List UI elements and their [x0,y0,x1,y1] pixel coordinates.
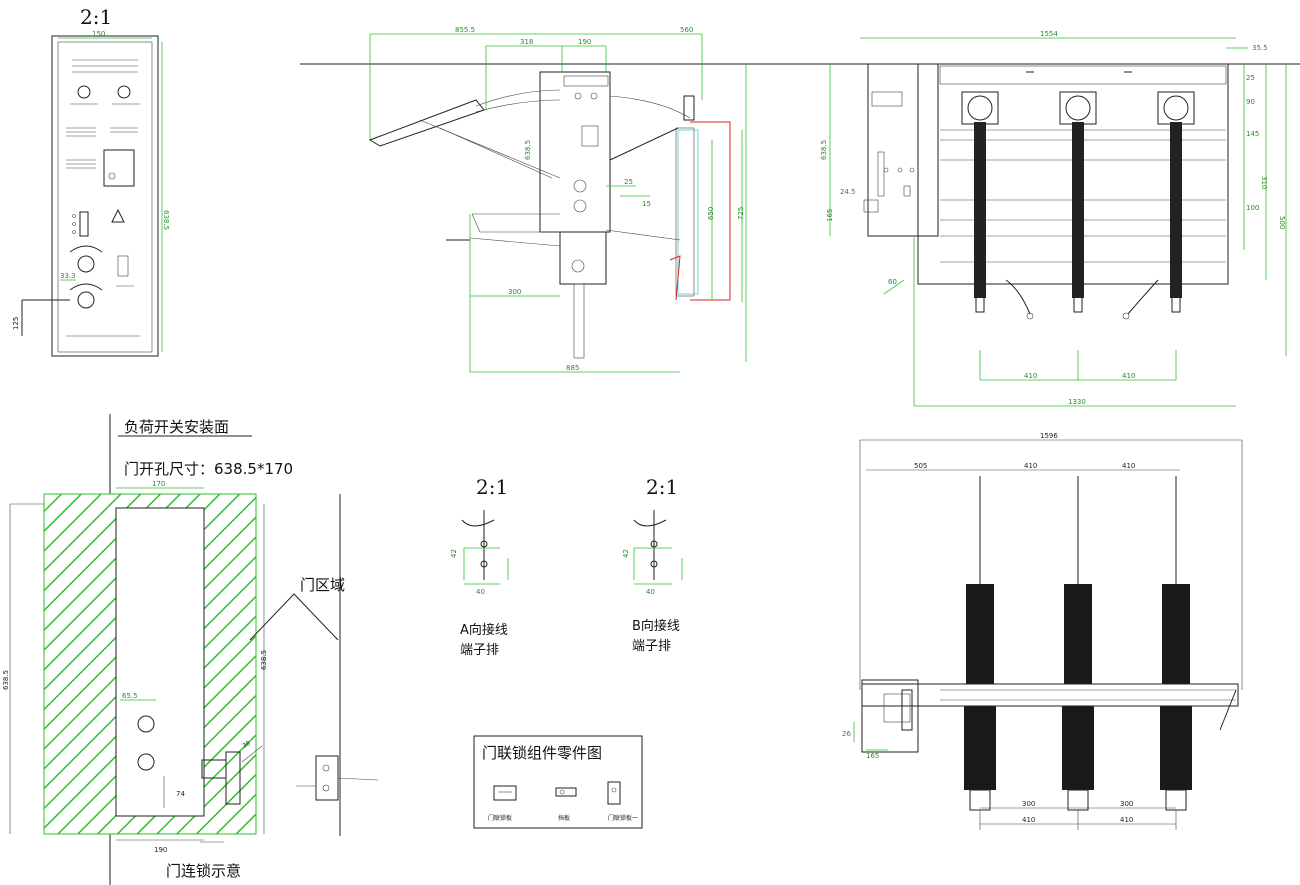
side-top-dim-2: 318 [520,38,533,46]
top-right-dim-5: 100 [1246,204,1259,212]
top-right-dim-6: 310 [1260,176,1268,189]
part-1-sketch [493,785,517,801]
side-top-dim-4: 560 [680,26,693,34]
elev-bottom2-dim-2: 410 [1120,816,1133,824]
part-2-sketch [555,787,577,797]
part-3-label: 门联锁板一 [608,814,638,822]
front-panel-scale: 2:1 [80,5,112,29]
door-height-dim: 638.5 [260,650,268,670]
top-left-dim-2: 24.5 [840,188,856,196]
parts-title: 门联锁组件零件图 [482,744,602,762]
elevation-view: 1596 505 410 410 [842,432,1243,830]
parts-box: 门联锁组件零件图 门联锁板 挡板 门联锁板一 [473,735,643,829]
door-bottom-dim: 190 [154,846,167,854]
terminal-b-label-2: 端子排 [632,639,671,654]
part-1-label: 门联锁板 [488,814,512,822]
elev-pole-2 [1062,476,1094,811]
side-bottom-dim: 885 [566,364,579,372]
parts-box-frame [473,735,643,829]
top-right-dim-4: 145 [1246,130,1259,138]
front-panel-view: 2:1 150 638.5 [12,5,170,357]
side-view: 855.5 560 318 190 638.5 6 [368,26,747,373]
top-bottom-dim-2: 410 [1122,372,1135,380]
side-top-dim-3: 190 [578,38,591,46]
terminal-a-dim-2: 40 [476,588,485,596]
door-opening-size: 门开孔尺寸：638.5*170 [124,460,293,478]
top-right-dim-1: 35.5 [1252,44,1268,52]
front-panel-width-dim: 150 [92,30,105,38]
elev-width-dim: 1596 [1040,432,1058,440]
door-section: 负荷开关安装面 门开孔尺寸：638.5*170 170 638.5 638.5 … [2,414,379,885]
elev-bottom-dim-2: 300 [1120,800,1133,808]
terminal-a-label-2: 端子排 [460,643,499,658]
top-left-dim-1: 638.5 [820,140,828,160]
side-h-dim-1: 650 [707,207,715,220]
terminal-a: 2:1 42 40 A向接线 端子排 [450,475,509,658]
pole-2 [1059,91,1097,313]
door-dim-3: 38 [242,740,252,750]
warning-icon [111,208,125,223]
front-panel-side-dim: 125 [12,317,20,330]
top-left-dim-3: 165 [826,209,834,222]
door-section-title: 负荷开关安装面 [124,418,229,436]
side-h-dim-2: 725 [737,207,745,220]
elev-top-dim-3: 410 [1122,462,1135,470]
top-bottom-dim-3: 1330 [1068,398,1086,406]
elev-top-dim-1: 505 [914,462,927,470]
elev-bottom2-dim-1: 410 [1022,816,1035,824]
side-small-dim-1: 25 [624,178,633,186]
top-right-dim-3: 90 [1246,98,1255,106]
side-low-dim: 300 [508,288,521,296]
terminal-a-dim-1: 42 [450,549,458,558]
door-area-label: 门区域 [300,576,345,594]
terminal-a-label-1: A向接线 [460,622,508,638]
terminal-b-scale: 2:1 [646,475,678,499]
door-left-dim: 638.5 [2,670,10,690]
door-opening-rect [115,507,205,817]
top-right-dim-7: 500 [1278,216,1286,229]
elev-pole-3 [1160,476,1192,811]
elev-top-dim-2: 410 [1024,462,1037,470]
terminal-a-scale: 2:1 [476,475,508,499]
front-panel-outline [51,35,159,357]
part-3-sketch [607,781,621,805]
top-width-dim: 1554 [1040,30,1058,38]
door-dim-1: 65.5 [122,692,138,700]
front-panel-offset-dim: 33.3 [60,272,76,280]
side-small-dim-2: 15 [642,200,651,208]
elev-left-dim-2: 165 [866,752,879,760]
top-angle-dim: 60 [888,278,897,286]
side-height-dim: 638.5 [524,140,532,160]
terminal-b-dim-2: 40 [646,588,655,596]
elev-bottom-dim-1: 300 [1022,800,1035,808]
terminal-b-label-1: B向接线 [632,618,680,634]
top-bottom-dim-1: 410 [1024,372,1037,380]
terminal-b: 2:1 42 40 B向接线 端子排 [622,475,683,654]
pole-1 [961,91,1034,320]
door-caption: 门连锁示意 [166,862,241,880]
part-2-label: 挡板 [558,814,570,822]
elev-pole-1 [964,476,996,811]
door-top-dim: 170 [152,480,165,488]
top-view: 1554 638.5 24.5 165 [820,30,1287,407]
terminal-b-dim-1: 42 [622,549,630,558]
pole-3 [1122,91,1195,320]
top-right-dim-2: 25 [1246,74,1255,82]
front-panel-height-dim: 638.5 [162,210,170,230]
side-top-dim-1: 855.5 [455,26,475,34]
elev-left-dim-1: 26 [842,730,851,738]
door-dim-2: 74 [176,790,185,798]
